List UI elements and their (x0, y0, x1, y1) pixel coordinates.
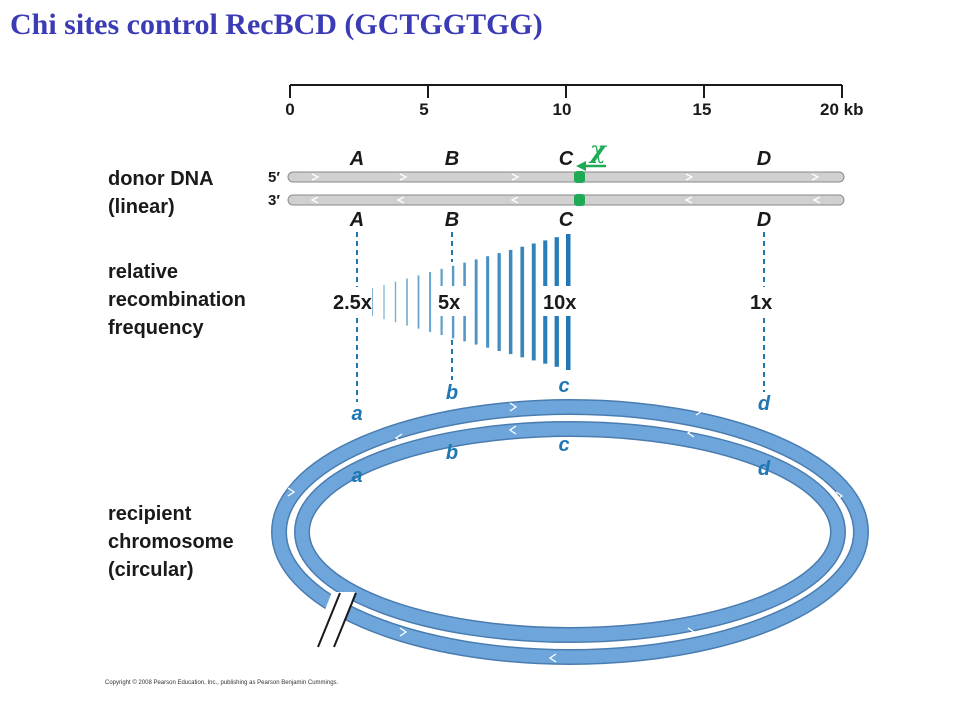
donor-gene-b-bottom: B (445, 209, 459, 231)
donor-gene-d-top: D (757, 148, 771, 170)
tick-label-20kb: 20 kb (820, 100, 863, 119)
freq-label-3: frequency (108, 317, 204, 339)
donor-gene-c-top: C (559, 148, 574, 170)
tick-label-10: 10 (553, 100, 572, 119)
recipient-gene-d-inner: d (758, 458, 771, 480)
freq-label-1: relative (108, 261, 178, 283)
kb-scale: 0 5 10 15 20 kb (285, 84, 863, 119)
donor-bottom-strand (287, 194, 845, 206)
donor-gene-d-bottom: D (757, 209, 771, 231)
tick-label-0: 0 (285, 100, 294, 119)
chi-site-bottom (574, 194, 585, 206)
recipient-gene-c-outer: c (558, 375, 569, 397)
chi-arrow-icon (576, 161, 606, 171)
recipient-label-3: (circular) (108, 559, 194, 581)
gradient-bar-13 (520, 246, 525, 358)
donor-gene-c-bottom: C (559, 209, 574, 231)
chromosome-break-icon (310, 592, 357, 648)
label-backdrop-1 (541, 286, 583, 316)
donor-dna (287, 171, 845, 206)
chi-site-top (574, 171, 585, 183)
freq-d: 1x (750, 292, 772, 314)
donor-gene-a-top: A (349, 148, 364, 170)
recipient-gene-b-inner: b (446, 442, 458, 464)
gradient-bar-9 (474, 259, 478, 345)
gradient-bar-10 (486, 256, 490, 348)
donor-gene-b-top: B (445, 148, 459, 170)
tick-label-5: 5 (419, 100, 428, 119)
freq-label-2: recombination (108, 289, 246, 311)
recipient-gene-c-inner: c (558, 434, 569, 456)
gradient-bar-4 (417, 275, 420, 329)
recombination-gradient (372, 234, 583, 370)
gradient-bar-1 (383, 284, 385, 320)
copyright-notice: Copyright © 2008 Pearson Education, Inc.… (105, 680, 339, 686)
freq-b: 5x (438, 292, 460, 314)
gradient-bar-12 (508, 249, 513, 355)
five-prime-label: 5′ (268, 169, 280, 186)
three-prime-label: 3′ (268, 192, 280, 209)
recipient-gene-b-outer: b (446, 382, 458, 404)
donor-label: donor DNA (108, 168, 214, 190)
recipient-gene-a-outer: a (351, 403, 362, 425)
tick-label-15: 15 (693, 100, 712, 119)
freq-c: 10x (543, 292, 576, 314)
gradient-bar-0 (372, 288, 373, 316)
recipient-gene-d-outer: d (758, 393, 771, 415)
chi-symbol: χ (588, 135, 607, 164)
gradient-bar-14 (531, 243, 536, 361)
donor-sub-label: (linear) (108, 196, 175, 218)
page-title: Chi sites control RecBCD (GCTGGTGG) (10, 8, 543, 41)
guide-lines (356, 232, 765, 402)
freq-a: 2.5x (333, 292, 372, 314)
gradient-bar-2 (394, 281, 397, 323)
gradient-bar-5 (429, 272, 432, 332)
label-backdrop-0 (436, 286, 468, 316)
gradient-bar-11 (497, 253, 501, 351)
recipient-chromosome (271, 399, 869, 665)
recipient-gene-a-inner: a (351, 465, 362, 487)
donor-gene-a-bottom: A (349, 209, 364, 231)
recipient-label-2: chromosome (108, 531, 234, 553)
donor-top-strand (287, 171, 845, 183)
gradient-bar-3 (406, 278, 408, 326)
recipient-label-1: recipient (108, 503, 192, 525)
